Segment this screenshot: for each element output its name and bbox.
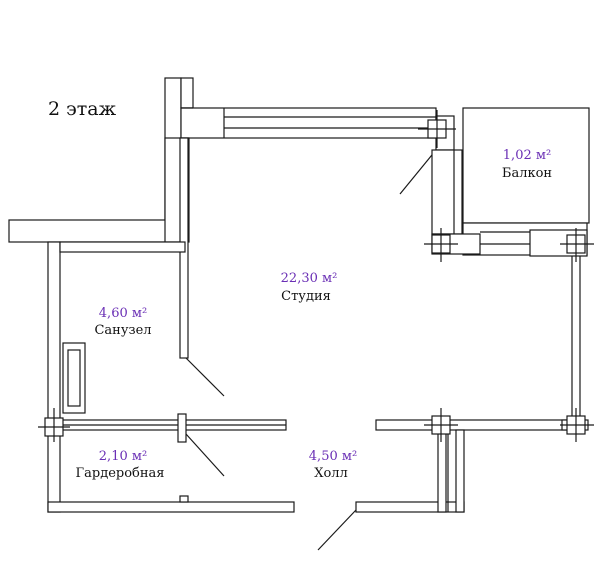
column-markers xyxy=(38,110,594,442)
balcony-name: Балкон xyxy=(501,166,553,181)
wardrobe-name: Гардеробная xyxy=(75,466,165,481)
bathroom-area: 4,60 м² xyxy=(98,306,148,321)
wall-north xyxy=(164,77,437,221)
partition-studio-bath xyxy=(179,137,225,397)
hall-name: Холл xyxy=(314,466,348,481)
balcony-area: 1,02 м² xyxy=(502,148,552,163)
wall-south xyxy=(47,495,465,551)
partition-hall-east xyxy=(375,419,581,513)
studio-name: Студия xyxy=(281,289,331,304)
wall-northwest xyxy=(8,137,190,243)
wall-east xyxy=(561,239,589,431)
floor-label: 2 этаж xyxy=(48,98,117,120)
balcony-block xyxy=(399,107,590,257)
hall-area: 4,50 м² xyxy=(308,449,358,464)
bathroom-name: Санузел xyxy=(94,323,152,338)
wardrobe-area: 2,10 м² xyxy=(98,449,148,464)
wall-west xyxy=(47,241,186,513)
studio-area: 22,30 м² xyxy=(280,271,338,286)
